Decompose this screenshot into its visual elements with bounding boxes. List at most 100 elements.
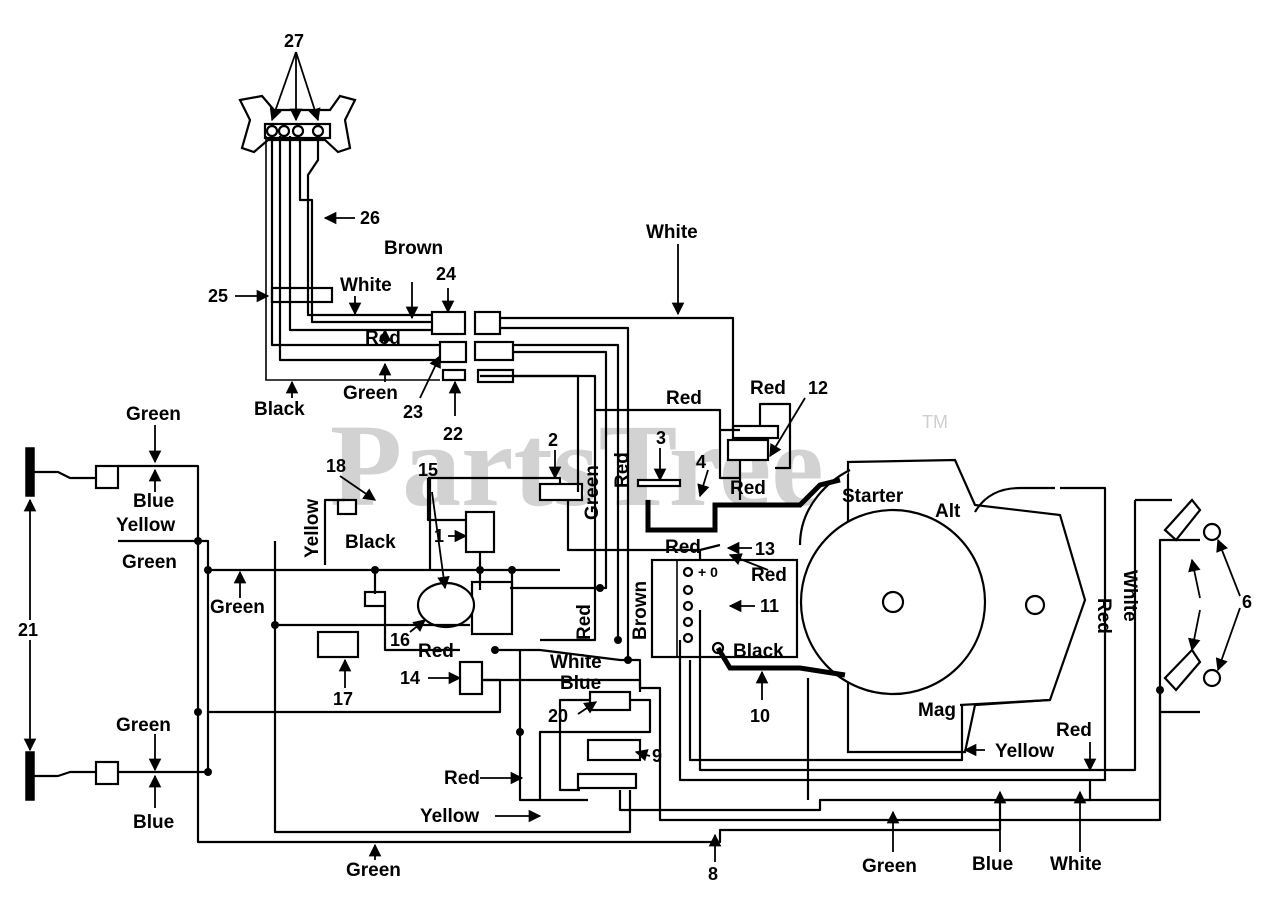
part-number-25: 25 (208, 286, 228, 306)
wire-label-black-25: Black (254, 399, 305, 420)
part-number-12: 12 (808, 378, 828, 398)
leader-arrows (23, 51, 1241, 862)
part-number-2: 2 (548, 430, 558, 450)
wire-label-green-vert: Green (582, 465, 603, 520)
wire-label-green-bottom-left: Green (116, 715, 171, 736)
part-number-15: 15 (418, 460, 438, 480)
part-number-3: 3 (656, 428, 666, 448)
part-number-23: 23 (403, 402, 423, 422)
part-3 (636, 478, 682, 488)
wire-label-red-3: Red (666, 388, 702, 409)
wire-label-blue-left: Blue (133, 491, 174, 512)
part-number-27: 27 (284, 31, 304, 51)
top-connector-27 (238, 94, 357, 154)
cable-battery-ground (715, 646, 846, 678)
wire-label-yellow-bottom: Yellow (420, 806, 479, 827)
wire-label-white-bottom: White (1050, 854, 1102, 875)
part-number-21: 21 (18, 620, 38, 640)
switch-9a (586, 738, 642, 762)
wire-label-red-vert1: Red (612, 452, 633, 488)
junction-dots (194, 537, 1164, 776)
engine: Starter Alt Mag (798, 458, 1087, 754)
wire-label-white-top: White (646, 222, 698, 243)
lamp-6-bottom (1163, 648, 1222, 692)
cable-starter (645, 477, 841, 533)
watermark-text: PartsTree (330, 400, 824, 531)
part-number-26: 26 (360, 208, 380, 228)
wire-label-green-bottom2: Green (862, 856, 917, 877)
part-number-17: 17 (333, 689, 353, 709)
relay-15 (470, 580, 514, 636)
fuse-20 (588, 690, 632, 712)
starter-label: Starter (842, 486, 904, 507)
wire-label-green-left3: Green (210, 597, 265, 618)
part-number-14: 14 (400, 668, 420, 688)
wire-label-blue-mid: Blue (560, 673, 601, 694)
module-14 (458, 660, 484, 696)
part-number-4: 4 (696, 452, 706, 472)
block-12-top (731, 424, 780, 440)
connector-23b (473, 340, 515, 362)
part-number-13: 13 (755, 539, 775, 559)
wire-label-red-12: Red (750, 378, 786, 399)
wire-label-black-10: Black (733, 641, 784, 662)
wire-color-labels: White Brown White Red Green Black Green … (116, 222, 1140, 881)
watermark-tm: TM (922, 412, 948, 432)
wire-label-white-mid: White (550, 652, 602, 673)
socket-17 (316, 630, 360, 659)
part-number-9: 9 (652, 746, 662, 766)
wire-label-black-mid: Black (345, 532, 396, 553)
wire-label-red-right: Red (1093, 598, 1114, 634)
wire-label-yellow-right: Yellow (995, 741, 1054, 762)
wire-label-brown-vert: Brown (630, 581, 651, 640)
wire-label-red-13b: Red (751, 565, 787, 586)
wire-label-yellow-left: Yellow (116, 515, 175, 536)
connector-24a (430, 310, 467, 336)
lamp-6-top (1163, 498, 1222, 542)
wire-label-green-23: Green (343, 383, 398, 404)
wire-label-white-right: White (1119, 570, 1140, 622)
switch-2 (538, 482, 584, 502)
part-number-labels: 27 26 25 24 23 22 2 3 4 12 18 15 1 13 11… (18, 31, 1252, 884)
connector-24b (473, 310, 502, 336)
part-number-20: 20 (548, 706, 568, 726)
lamp-16 (416, 581, 476, 629)
wire-label-red-13a: Red (665, 537, 701, 558)
wire-label-red-9: Red (444, 768, 480, 789)
part-number-18: 18 (326, 456, 346, 476)
wire-label-green-left: Green (126, 404, 181, 425)
switch-9b (576, 772, 638, 790)
part-number-10: 10 (750, 706, 770, 726)
solenoid-12 (726, 438, 770, 462)
wire-label-red-24: Red (365, 328, 401, 349)
wire-label-red-4: Red (730, 478, 766, 499)
connector-22 (441, 368, 467, 382)
wire-label-red-15: Red (418, 641, 454, 662)
wire-label-green-left2: Green (122, 552, 177, 573)
part-number-1: 1 (434, 526, 444, 546)
wire-label-white-25: White (340, 275, 392, 296)
wire-label-blue-bottom: Blue (972, 854, 1013, 875)
part-number-22: 22 (443, 424, 463, 444)
alt-label: Alt (935, 501, 961, 522)
headlight-21-bottom (25, 751, 120, 801)
wire-label-brown-top: Brown (384, 238, 443, 259)
part-number-6: 6 (1242, 592, 1252, 612)
mag-label: Mag (918, 700, 956, 721)
wire-label-red-vert2: Red (574, 604, 595, 640)
switch-clip (363, 590, 387, 608)
part-number-11: 11 (760, 596, 779, 616)
module-1 (464, 510, 496, 554)
wire-label-blue-bottom-left: Blue (133, 812, 174, 833)
part-number-16: 16 (390, 630, 410, 650)
headlight-21-top (25, 447, 120, 497)
wire-label-red-right2: Red (1056, 720, 1092, 741)
wire-label-yellow-18: Yellow (302, 499, 323, 558)
wire-label-green-bottom: Green (346, 860, 401, 881)
part-number-8: 8 (708, 864, 718, 884)
part-number-24: 24 (436, 264, 456, 284)
battery-terminal-label: + 0 (698, 564, 718, 580)
switch-18 (336, 498, 358, 516)
connector-23a (438, 340, 468, 364)
